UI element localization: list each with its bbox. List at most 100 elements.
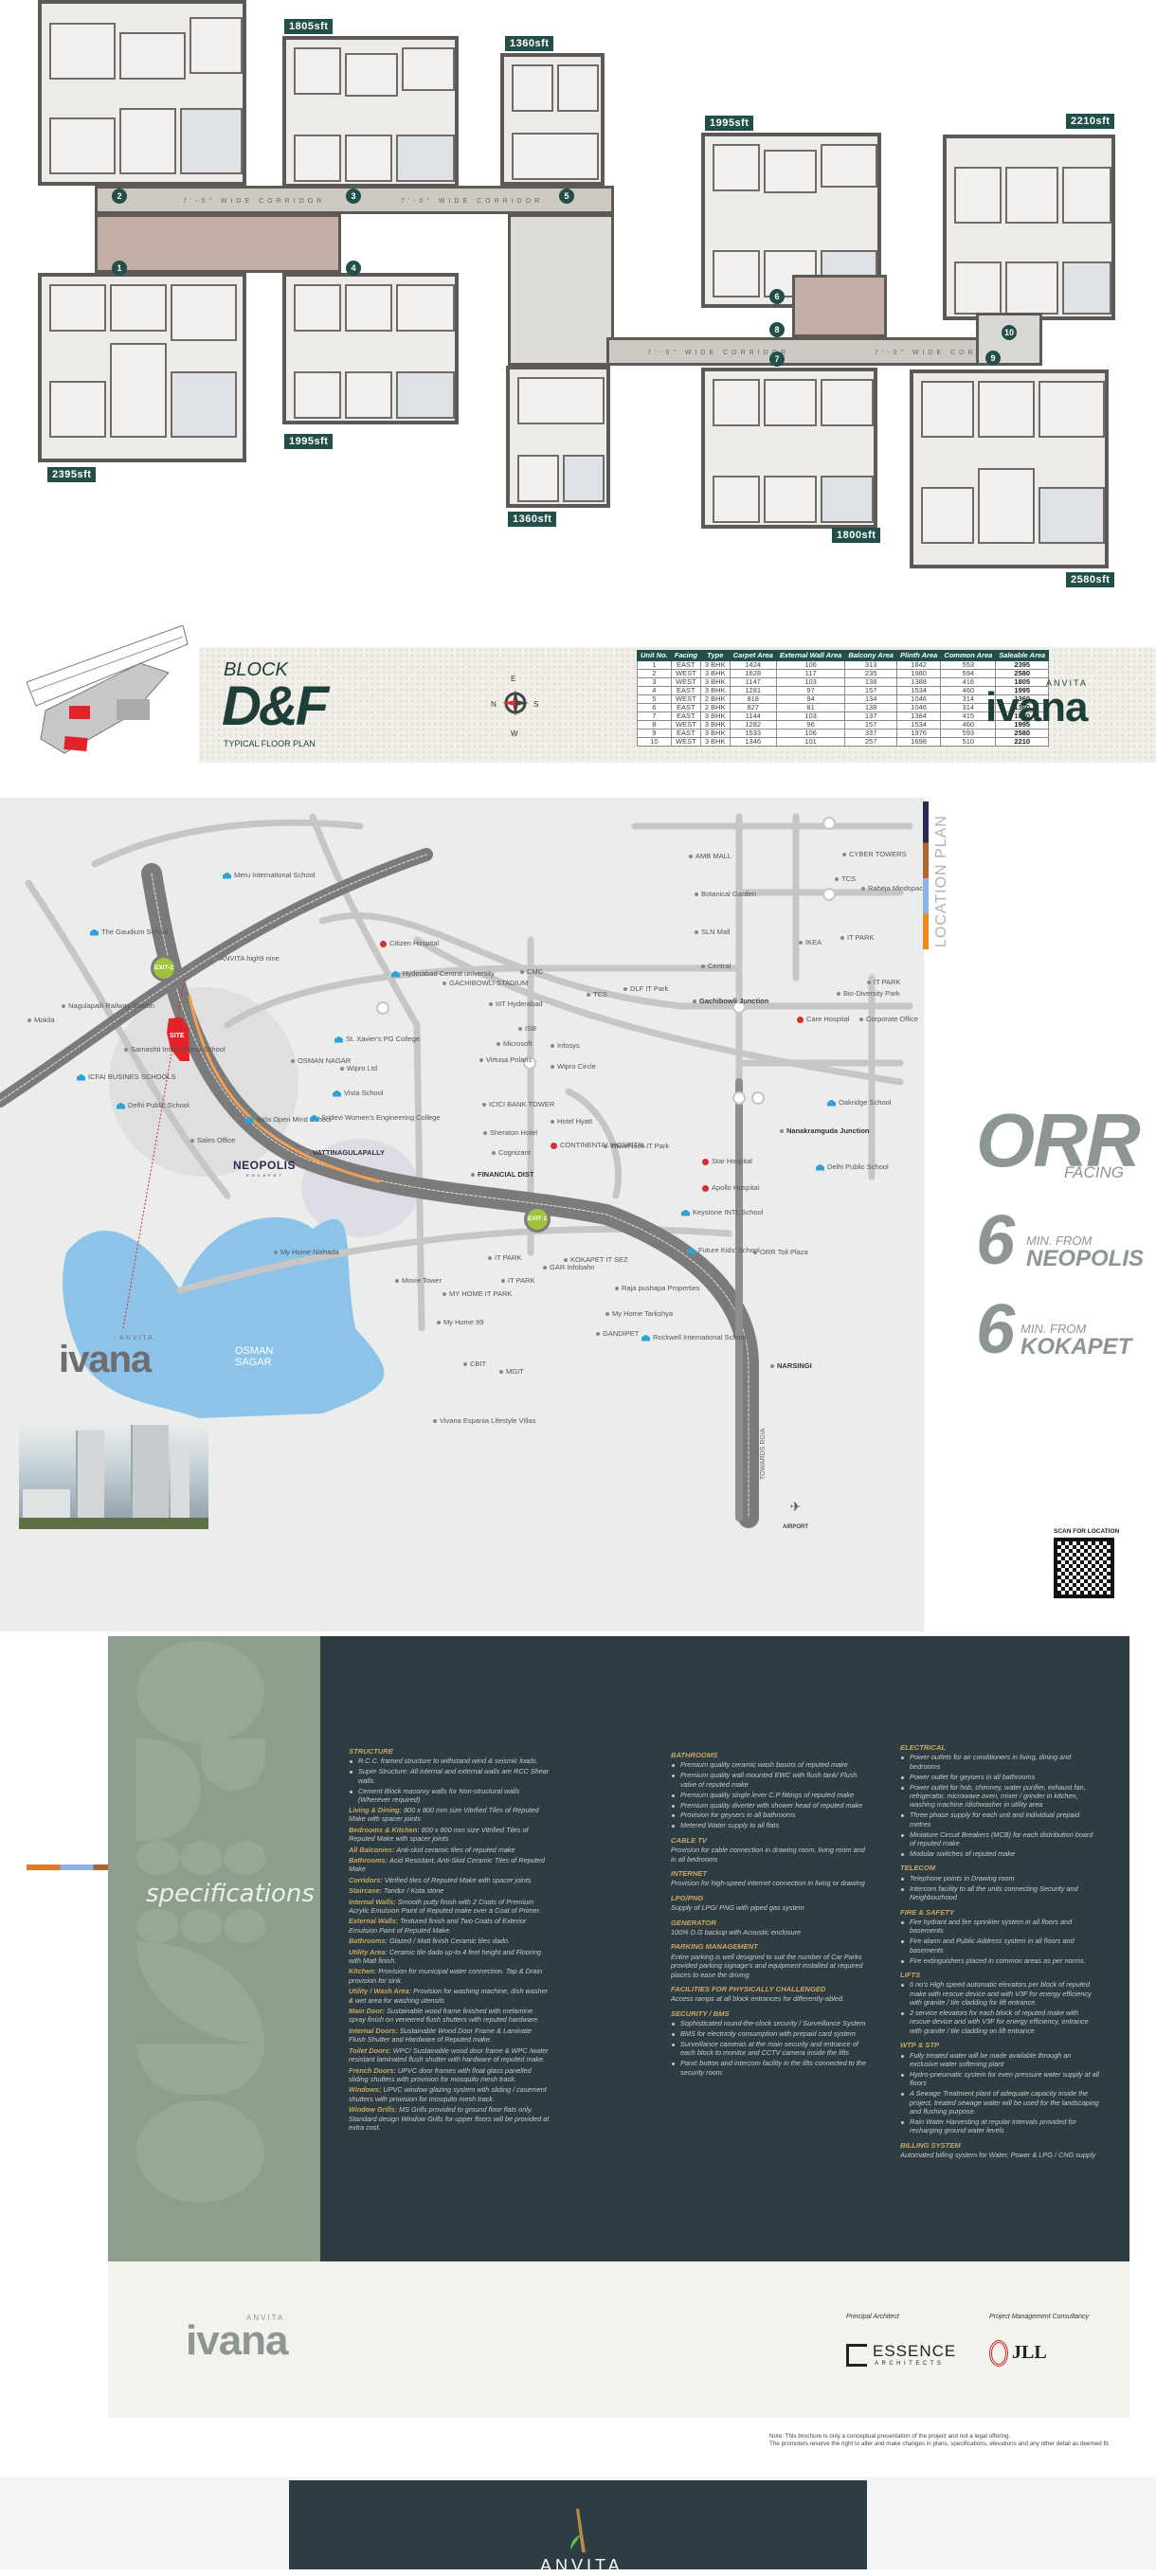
location-dot-icon (306, 1151, 310, 1156)
location-dot-icon (443, 1292, 446, 1297)
spec-item: Surveillance cameras at the main securit… (671, 2040, 870, 2058)
map-place-label: Keystone INTL School (678, 1209, 763, 1216)
location-dot-icon (842, 853, 846, 857)
minutes-neopolis: 6 (976, 1200, 1016, 1279)
map-place-label: Nagulapalli Railway Station (59, 1002, 154, 1010)
tower-rendering-image (19, 1423, 208, 1529)
map-place-label: IT PARK (498, 1277, 534, 1285)
orr-sub: FACING (1064, 1163, 1124, 1181)
orr-heading: ORR (976, 1098, 1141, 1182)
airport-marker: ✈ AIRPORT (783, 1499, 808, 1530)
map-place-label: Vivana Espania Lifestyle Villas (430, 1417, 535, 1425)
spec-item: 2 service elevators for each block of re… (900, 2009, 1099, 2035)
location-dot-icon (753, 1251, 757, 1255)
location-dot-icon (867, 981, 871, 985)
location-dot-icon (62, 1004, 65, 1009)
spec-column-1: STRUCTURE R.C.C. framed structure to wit… (349, 1747, 550, 2132)
map-place-label: Apollo Hospital (699, 1184, 759, 1192)
unit-number-marker: 7 (769, 351, 785, 367)
school-icon (223, 872, 231, 879)
map-place-label: Rockwell International School (639, 1334, 746, 1342)
location-dot-icon (604, 1144, 607, 1149)
location-dot-icon (587, 993, 590, 998)
corridor-left: 7'-0" WIDE CORRIDOR 7'-0" WIDE CORRIDOR (95, 186, 614, 214)
map-place-label: ANVITA high9 nine (210, 955, 280, 963)
spec-entry: Staircase: Tandur / Kota stone (349, 1886, 444, 1896)
school-icon (391, 970, 400, 978)
map-place-label: FINANCIAL DIST (468, 1171, 533, 1179)
table-header: Type (699, 650, 731, 661)
location-dot-icon (488, 1256, 492, 1261)
spec-item: Telephone points in Drawing room (900, 1874, 1099, 1882)
table-cell: 3 BHK (699, 737, 731, 747)
map-place-label: Hotel Hyatt (548, 1118, 592, 1126)
map-place-label: Botanical Garden (692, 891, 756, 898)
map-place-label: Birla Open Mind School (243, 1116, 332, 1124)
location-dot-icon (274, 1251, 278, 1255)
spec-item: Premium quality single lever C.P fitting… (671, 1791, 870, 1799)
map-place-label: ICFAI BUSINES SCHOOLS (74, 1073, 176, 1081)
compass-icon: E N S W (491, 675, 539, 738)
location-dot-icon (443, 982, 446, 986)
specifications-pattern-panel: specifications (108, 1636, 320, 2261)
spec-item: Metered Water supply to all flats (671, 1821, 870, 1829)
map-place-label: Bio-Diversity Park (834, 990, 900, 998)
map-place-label: Nanakramguda Junction (777, 1127, 870, 1135)
spec-heading: FIRE & SAFETY (900, 1907, 954, 1917)
junction (376, 1001, 389, 1015)
school-icon (310, 1114, 318, 1122)
location-dot-icon (463, 1362, 467, 1367)
map-place-label: Sridevi Women's Engineering College (307, 1114, 441, 1122)
school-icon (77, 1073, 85, 1081)
corridor-right: 7'-0" WIDE CORRIDOR 7'-0" WIDE CORRIDOR (606, 337, 1013, 366)
table-header: Saleable Area (995, 650, 1050, 661)
spec-text: 100% D.G backup with Acoustic enclosure (671, 1928, 802, 1937)
spec-item: Provision for geysers in all bathrooms (671, 1810, 870, 1819)
spec-text: Automated billing system for Water, Powe… (900, 2151, 1096, 2160)
block-name: D&F (222, 676, 329, 737)
unit-7-plan (701, 368, 877, 529)
location-map: EXIT-2 EXIT-1 SITE NEOPOLIS KOKAPET OSMA… (0, 798, 951, 1631)
map-place-label: MGIT (497, 1368, 524, 1376)
location-dot-icon (27, 1018, 31, 1023)
table-header: Common Area (940, 650, 997, 661)
map-place-label: CONTINENTAL HOSPITAL (548, 1142, 646, 1149)
spec-heading: PARKING MANAGEMENT (671, 1942, 758, 1952)
map-place-label: TCS (832, 875, 856, 883)
spec-heading: LPG/PNG (671, 1893, 704, 1902)
map-place-label: Citizen Hospital (377, 940, 439, 947)
color-strip (923, 802, 929, 949)
spec-item: Premium quality diverter with shower hea… (671, 1801, 870, 1810)
location-dot-icon (190, 1139, 194, 1144)
spec-heading: TELECOM (900, 1864, 936, 1873)
map-place-label: CBIT (461, 1360, 486, 1368)
map-place-label: Raheja Mindspace IT Park (858, 885, 951, 892)
location-dot-icon (693, 1000, 696, 1004)
map-place-label: GACHIBOWLI STADIUM (440, 980, 528, 987)
core-right (792, 275, 887, 337)
disclaimer-note: Note: This brochure is only a conceptual… (769, 2433, 1111, 2447)
ivana-footer-logo: ANVITA ivana (186, 2314, 289, 2364)
area-badge: 1800sft (832, 528, 881, 543)
spec-item: Modular switches of reputed make (900, 1849, 1099, 1858)
unit-4-plan (282, 273, 459, 424)
area-badge: 1805sft (284, 19, 334, 34)
unit-number-marker: 10 (1002, 325, 1017, 340)
location-dot-icon (596, 1332, 600, 1337)
map-place-label: GANDIPET (593, 1330, 639, 1338)
map-place-label: My Home 99 (434, 1319, 484, 1326)
spec-item: Hydro-pneumatic system for even pressure… (900, 2070, 1099, 2088)
school-icon (641, 1334, 650, 1342)
map-place-label: Vista School (330, 1090, 384, 1097)
qr-label: SCAN FOR LOCATION (1054, 1528, 1120, 1535)
qr-code[interactable] (1054, 1538, 1114, 1598)
map-place-label: OSMAN NAGAR (288, 1057, 351, 1065)
school-icon (117, 1102, 125, 1109)
unit-9-plan (910, 369, 1109, 568)
location-dot-icon (551, 1044, 554, 1049)
unit-number-marker: 2 (112, 189, 127, 204)
map-place-label: Star Hospital (699, 1158, 752, 1165)
table-cell: WEST (670, 737, 701, 747)
